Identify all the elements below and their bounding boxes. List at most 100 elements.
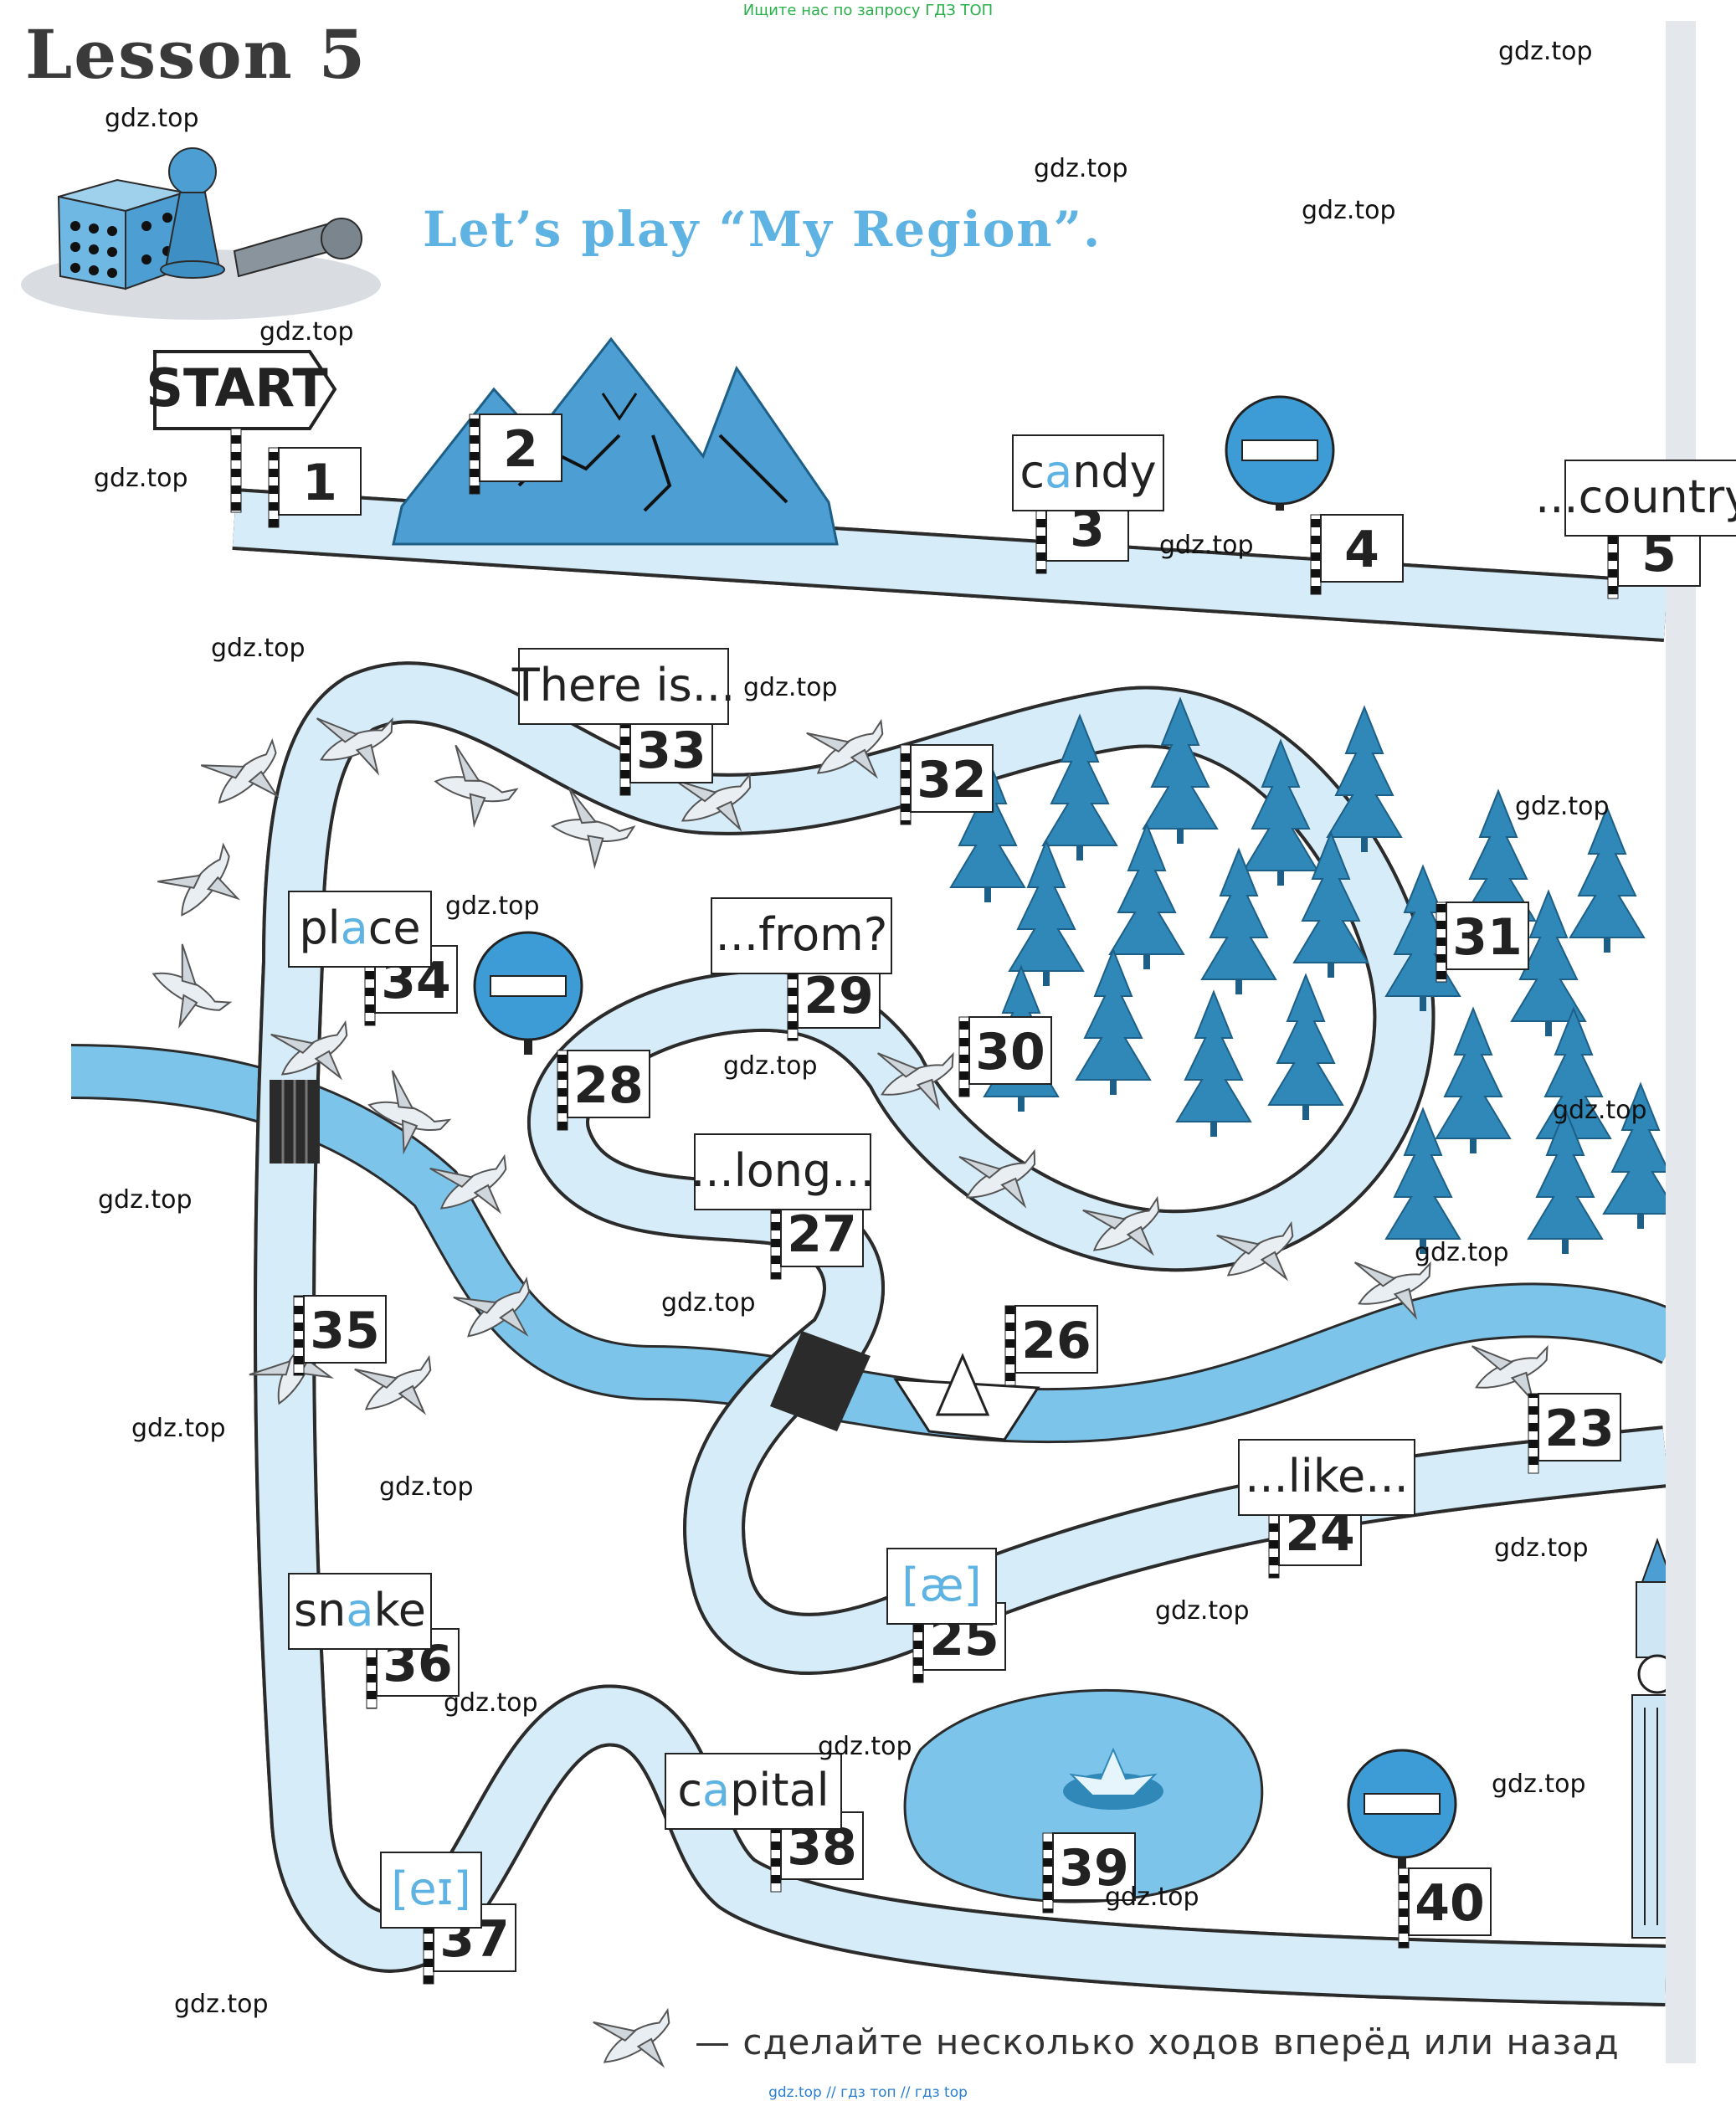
- start-sign: START: [146, 350, 337, 513]
- cell-label-box: [694, 1133, 871, 1210]
- paper-boat-icon: [893, 1353, 1040, 1441]
- footer: gdz.top // гдз топ // гдз top: [768, 2084, 968, 2101]
- start-label: START: [146, 357, 327, 419]
- cell-number: 27: [787, 1205, 857, 1264]
- watermark-text: gdz.top: [105, 104, 199, 133]
- mountain-icon: [392, 336, 839, 546]
- cell-number: 26: [1021, 1312, 1091, 1370]
- watermark-text: gdz.top: [1302, 196, 1396, 225]
- flag-pole: [770, 1199, 782, 1280]
- cell-29: 29 ...from?: [711, 897, 892, 1041]
- cell-5: 5...country...: [1535, 460, 1736, 599]
- flag-pole: [469, 414, 480, 495]
- cell-number: 32: [917, 751, 987, 809]
- cell-number: 2: [503, 420, 538, 479]
- no-entry-icon: [473, 931, 583, 1055]
- flag-pole: [1528, 1393, 1539, 1474]
- cell-number: 1: [302, 454, 337, 512]
- cell-number: 4: [1344, 521, 1379, 579]
- flag-pole: [900, 744, 912, 825]
- legend-duck-icon: [583, 1985, 691, 2091]
- cell-number-box: [567, 1050, 650, 1118]
- watermark-text: gdz.top: [445, 891, 540, 921]
- cell-4: 4: [1310, 514, 1404, 595]
- legend-text: — сделайте несколько ходов вперёд или на…: [695, 2021, 1620, 2062]
- watermark-text: gdz.top: [259, 317, 354, 347]
- no-entry-icon: [1347, 1749, 1457, 1875]
- cell-number: 39: [1059, 1839, 1129, 1898]
- watermark-text: gdz.top: [1494, 1533, 1589, 1563]
- cell-label: candy: [1020, 445, 1156, 498]
- cell-23: 23: [1528, 1393, 1621, 1474]
- cell-number: 29: [804, 967, 874, 1025]
- lesson-title: Lesson 5: [25, 15, 367, 94]
- cell-label-box: [288, 891, 432, 968]
- watermark-text: gdz.top: [743, 673, 838, 702]
- site-note: Ищите нас по запросу ГДЗ ТОП: [742, 2, 994, 19]
- cell-number: 31: [1452, 908, 1523, 967]
- cell-label: capital: [677, 1764, 829, 1816]
- cell-27: 27...long...: [691, 1133, 875, 1280]
- cell-number-box: [278, 447, 362, 516]
- cell-number-box: [780, 1199, 864, 1267]
- cell-number-box: [479, 414, 562, 482]
- watermark-text: gdz.top: [1553, 1096, 1647, 1125]
- lake-icon: [903, 1689, 1264, 1903]
- cell-37: 37[eɪ]: [380, 1852, 516, 1985]
- cell-label: place: [299, 902, 420, 954]
- watermark-text: gdz.top: [1159, 531, 1254, 560]
- cell-number: 33: [636, 722, 706, 780]
- cell-number-box: [1014, 1305, 1098, 1374]
- cell-26: 26: [1004, 1305, 1098, 1386]
- watermark-text: gdz.top: [1515, 792, 1610, 821]
- cell-label: snake: [294, 1584, 426, 1636]
- cell-label: ...from?: [716, 908, 888, 961]
- cell-label: ...country...: [1535, 470, 1736, 523]
- cell-label-box: [518, 648, 729, 725]
- board-game-pieces-icon: [21, 147, 381, 320]
- flag-pole: [1004, 1305, 1016, 1386]
- flag-pole: [1436, 902, 1447, 983]
- cell-32: 32: [900, 744, 994, 825]
- cell-label-box: [1012, 434, 1164, 511]
- watermark-text: gdz.top: [1492, 1770, 1586, 1799]
- watermark-text: gdz.top: [444, 1688, 538, 1718]
- watermark-text: gdz.top: [1105, 1883, 1199, 1912]
- watermarks: gdz.top gdz.top gdz.top gdz.top gdz.top gdz.t…: [94, 37, 1647, 2019]
- cell-35: 35: [293, 1295, 387, 1376]
- cell-40: 40: [1398, 1867, 1492, 1949]
- watermark-text: gdz.top: [818, 1732, 912, 1761]
- flag-pole: [1310, 514, 1322, 595]
- cell-number-box: [1538, 1393, 1621, 1461]
- watermark-text: gdz.top: [379, 1472, 474, 1502]
- cell-number-box: [1408, 1867, 1492, 1936]
- cell-label-box: [711, 897, 892, 974]
- cell-label-box: [886, 1548, 997, 1625]
- cell-label: ...like...: [1245, 1450, 1409, 1503]
- cell-39: 39: [1042, 1832, 1136, 1914]
- flag-pole: [293, 1295, 305, 1376]
- page-edge-shadow: [1666, 21, 1696, 2063]
- cell-number-box: [1052, 1832, 1136, 1901]
- watermark-text: gdz.top: [98, 1185, 193, 1215]
- cell-1: 1: [268, 447, 362, 528]
- cell-24: 24...like...: [1238, 1439, 1415, 1579]
- watermark-text: gdz.top: [174, 1990, 269, 2019]
- flag-pole: [619, 715, 631, 796]
- cell-number: 35: [310, 1302, 380, 1360]
- cell-31: 31: [1436, 902, 1529, 983]
- watermark-text: gdz.top: [661, 1288, 756, 1318]
- flag-pole: [557, 1050, 568, 1131]
- flag-pole: [1042, 1832, 1054, 1914]
- watermark-text: gdz.top: [211, 634, 306, 663]
- bridge: [770, 1331, 871, 1431]
- cell-label-box: [380, 1852, 482, 1929]
- cell-number: 23: [1544, 1400, 1615, 1458]
- watermark-text: gdz.top: [1415, 1238, 1509, 1267]
- cell-number-box: [629, 715, 713, 783]
- watermark-text: gdz.top: [723, 1051, 818, 1081]
- cell-number-box: [1320, 514, 1404, 583]
